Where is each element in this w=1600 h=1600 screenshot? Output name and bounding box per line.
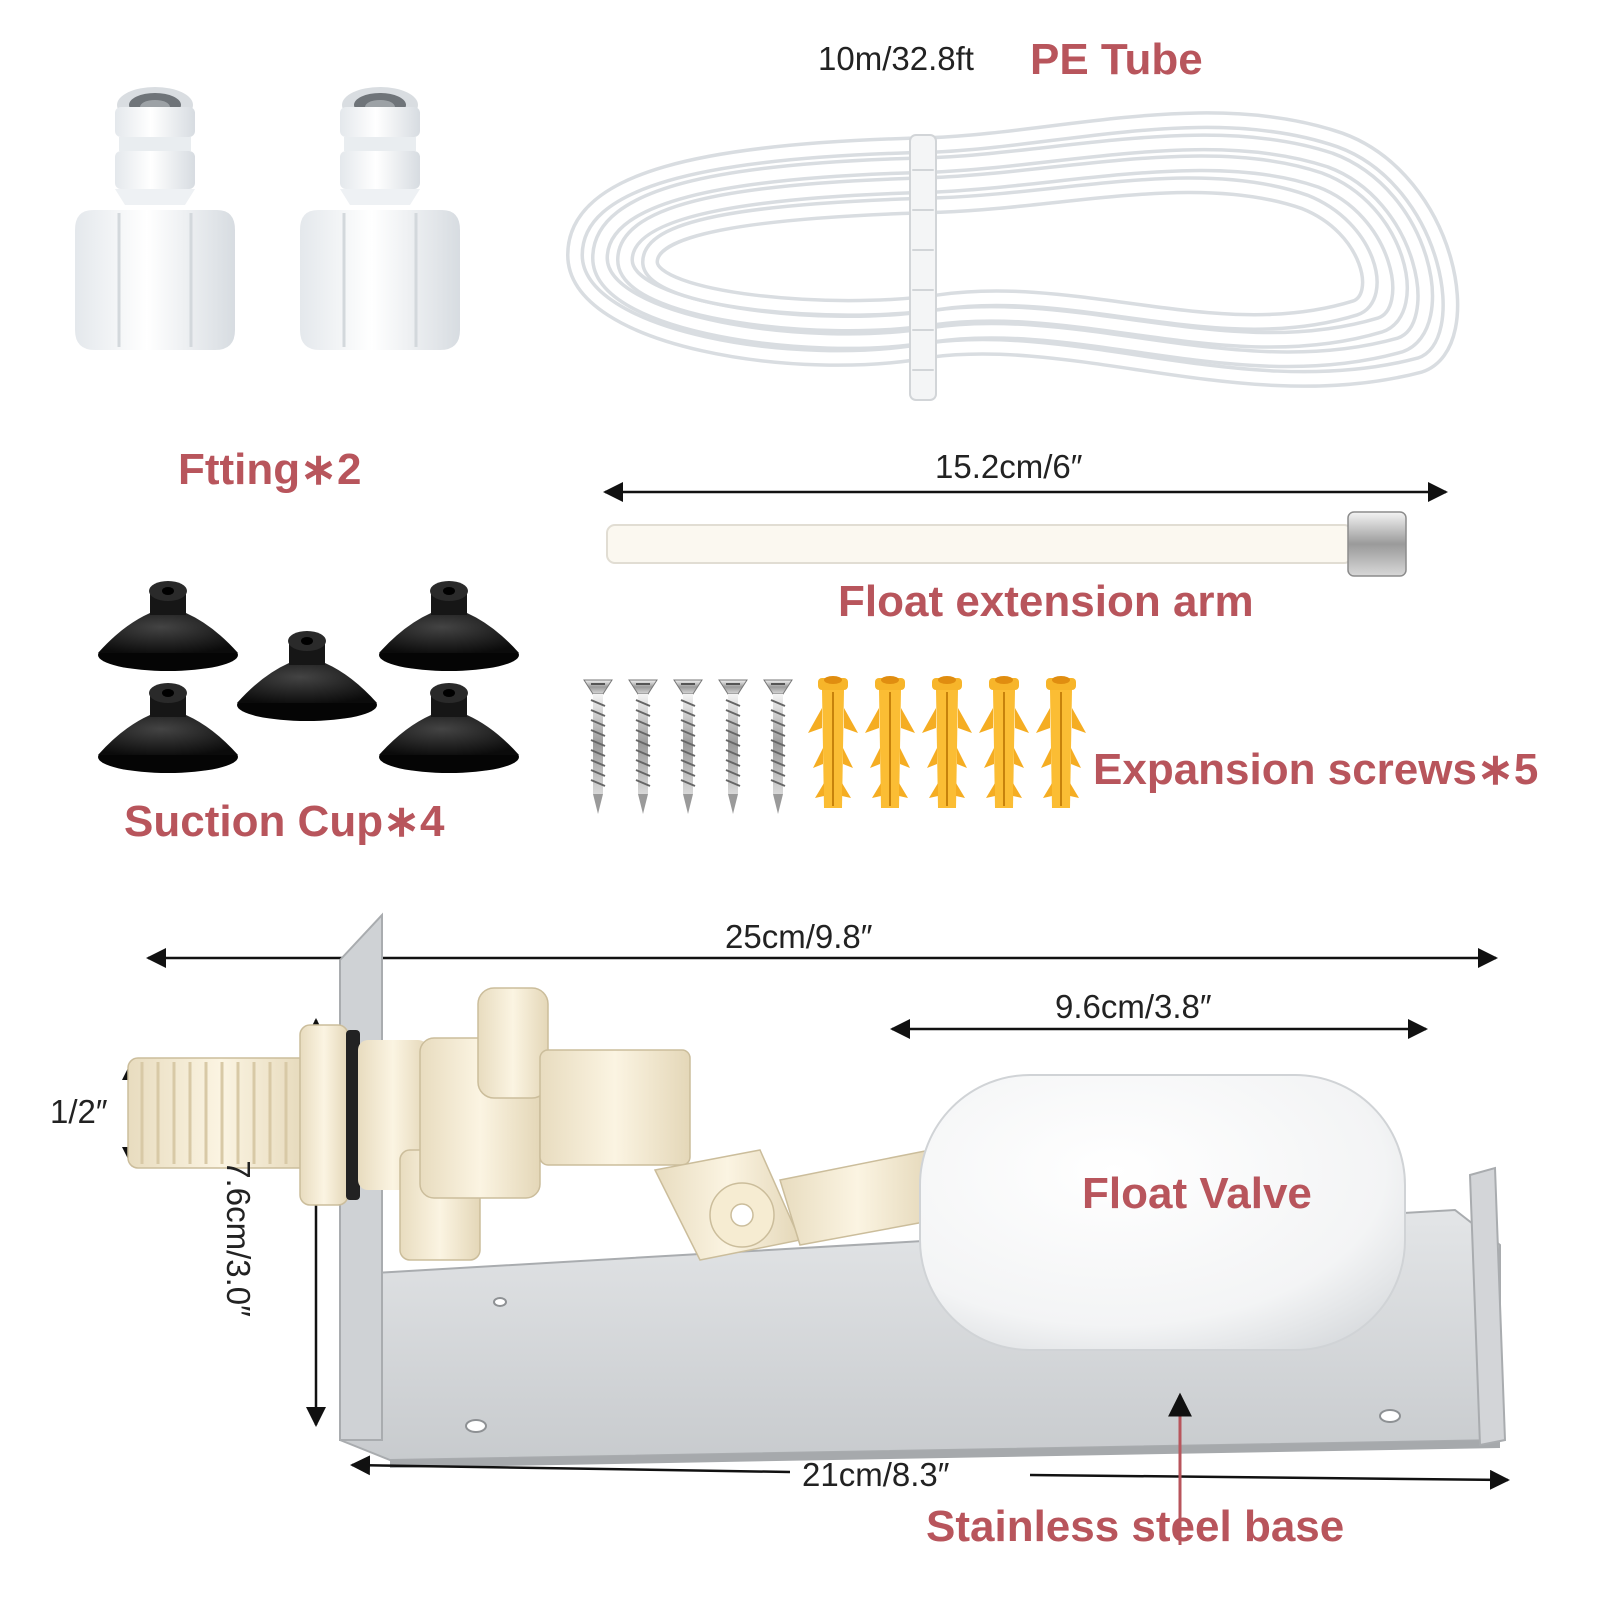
tube-name-label: PE Tube [1030, 35, 1203, 84]
arm-length-label: 15.2cm/6″ [935, 448, 1083, 485]
suction-cup-icon [98, 581, 519, 773]
dimension-arrow-icon [350, 1455, 791, 1476]
screw-icon [583, 679, 793, 815]
base-name-label: Stainless steel base [926, 1502, 1345, 1551]
fitting-icon [73, 85, 462, 352]
suction-cup-label: Suction Cup∗4 [124, 797, 445, 846]
total-width-label: 25cm/9.8″ [725, 918, 873, 955]
float-width-label: 9.6cm/3.8″ [1055, 988, 1212, 1025]
base-width-label: 21cm/8.3″ [802, 1456, 950, 1493]
thread-label: 1/2″ [50, 1093, 108, 1130]
pe-tube-coil-icon [565, 111, 1460, 401]
wall-anchor-icon [807, 675, 1087, 809]
height-label: 7.6cm/3.0″ [219, 1160, 257, 1317]
screws-label: Expansion screws∗5 [1093, 745, 1539, 794]
extension-arm-icon [606, 511, 1407, 577]
float-valve-icon [127, 987, 1406, 1351]
arm-name-label: Float extension arm [838, 577, 1254, 626]
tube-length-label: 10m/32.8ft [818, 40, 974, 77]
fitting-label: Ftting∗2 [178, 445, 362, 494]
float-valve-label: Float Valve [1082, 1169, 1312, 1218]
dimension-arrow-icon [1029, 1469, 1510, 1490]
